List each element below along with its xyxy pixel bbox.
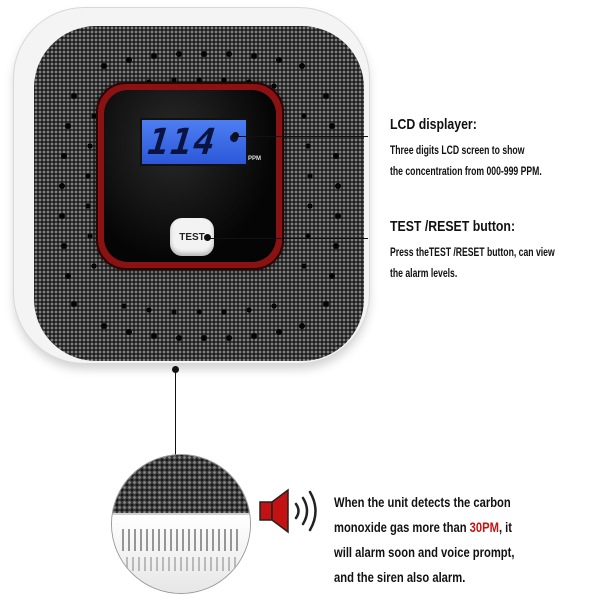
lcd-annotation-title: LCD displayer: [390,116,477,133]
test-annotation-title: TEST /RESET button: [390,218,516,235]
lcd-leader-line [236,136,368,137]
test-leader-dot [204,234,211,241]
zoom-leader-dot [172,366,179,373]
lcd-reading: 114 [145,121,219,163]
test-annotation-body: Press theTEST /RESET button, can view th… [390,245,555,280]
speaker-icon [259,488,317,534]
sound-waves-icon [294,490,317,532]
test-reset-button[interactable]: TEST [170,218,214,256]
zoom-grille [112,455,250,513]
siren-slots [122,529,240,551]
grille-holes [59,51,341,341]
lcd-leader-dot [232,132,239,139]
ppm-unit-label: PPM [248,156,262,162]
test-leader-line [208,238,368,239]
lcd-annotation-body: Three digits LCD screen to show the conc… [390,143,542,178]
alarm-threshold: 30PM [469,519,499,535]
lcd-screen: 114 [140,118,248,166]
zoom-shell [112,513,250,593]
test-button-label: TEST [179,231,205,243]
siren-detail-zoom [112,455,250,593]
zoom-leader-line [175,370,176,456]
alarm-description: When the unit detects the carbon monoxid… [334,494,515,585]
siren-slots-lower [126,557,236,571]
